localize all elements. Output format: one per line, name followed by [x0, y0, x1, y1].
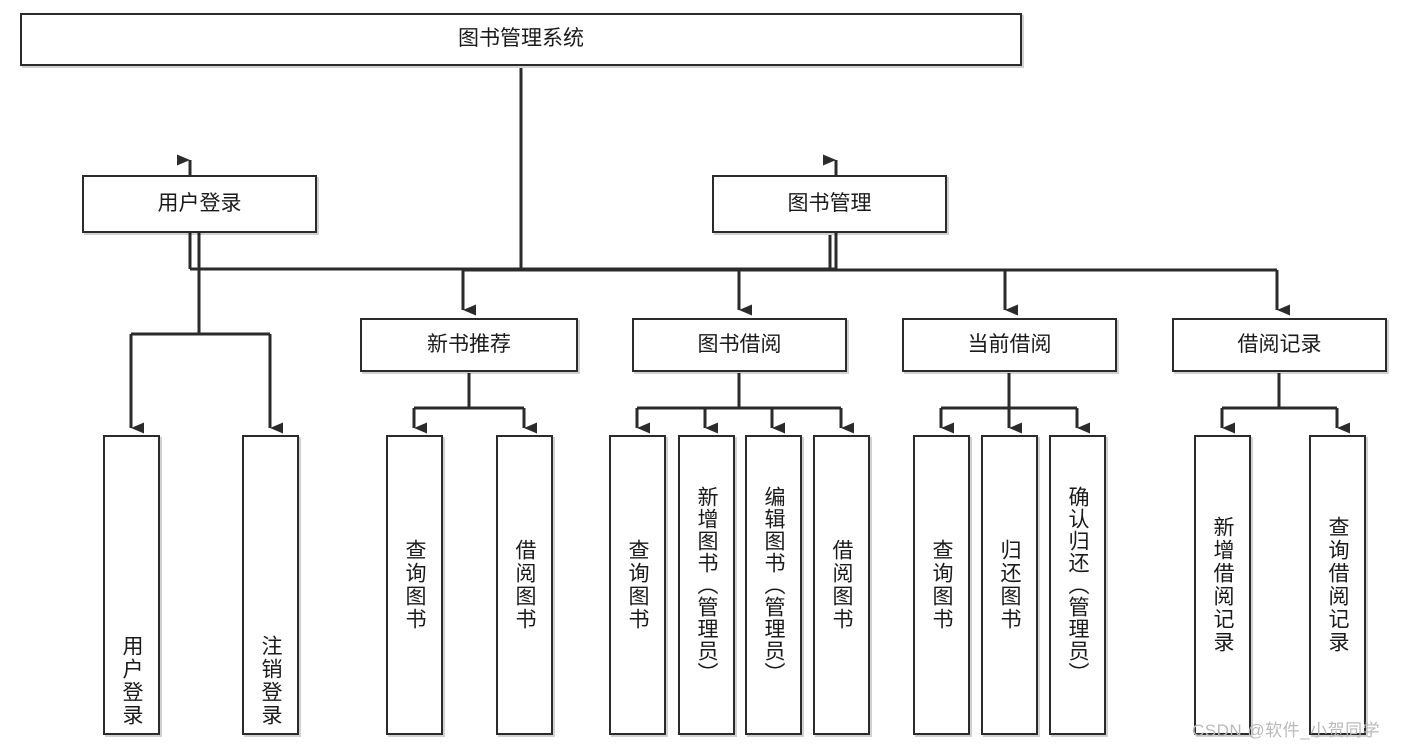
leaf-query-borrow-record[interactable]: 查询借阅记录 — [1309, 435, 1366, 735]
leaf-confirm-return-admin[interactable]: 确认归还（管理员） — [1049, 435, 1106, 735]
node-label: 借阅图书 — [513, 539, 536, 631]
leaf-edit-book-admin[interactable]: 编辑图书（管理员） — [745, 435, 802, 735]
leaf-add-borrow-record[interactable]: 新增借阅记录 — [1194, 435, 1251, 735]
node-label: 归还图书 — [998, 539, 1021, 631]
node-label: 用户登录 — [120, 635, 143, 727]
node-user-login[interactable]: 用户登录 — [82, 175, 317, 233]
node-label: 借阅记录 — [1237, 332, 1322, 356]
leaf-add-book-admin[interactable]: 新增图书（管理员） — [678, 435, 735, 735]
node-label: 查询图书 — [403, 539, 426, 631]
node-label: 图书管理 — [787, 191, 872, 215]
node-borrow-record[interactable]: 借阅记录 — [1172, 318, 1387, 372]
node-label: 查询图书 — [626, 539, 649, 631]
leaf-return-book[interactable]: 归还图书 — [981, 435, 1038, 735]
node-label: 新书推荐 — [427, 332, 511, 356]
node-book-management[interactable]: 图书管理 — [712, 175, 947, 233]
node-book-management-system[interactable]: 图书管理系统 — [20, 13, 1022, 66]
node-label: 新增借阅记录 — [1211, 516, 1234, 654]
leaf-user-login[interactable]: 用户登录 — [103, 435, 160, 735]
node-label: 查询图书 — [930, 539, 953, 631]
node-label: 查询借阅记录 — [1326, 516, 1349, 654]
node-new-book-recommend[interactable]: 新书推荐 — [360, 318, 578, 372]
leaf-query-book-recommend[interactable]: 查询图书 — [386, 435, 443, 735]
node-label: 借阅图书 — [830, 539, 853, 631]
node-current-borrow[interactable]: 当前借阅 — [902, 318, 1117, 372]
node-label: 确认归还（管理员） — [1066, 486, 1089, 684]
node-label: 用户登录 — [157, 191, 242, 215]
node-book-borrow[interactable]: 图书借阅 — [632, 318, 847, 372]
leaf-query-book-current[interactable]: 查询图书 — [913, 435, 970, 735]
node-label: 图书借阅 — [697, 332, 782, 356]
leaf-query-book-borrow[interactable]: 查询图书 — [609, 435, 666, 735]
node-label: 当前借阅 — [967, 332, 1052, 356]
node-label: 新增图书（管理员） — [695, 486, 718, 684]
node-label: 图书管理系统 — [458, 27, 584, 51]
watermark-text: CSDN @软件_小贺同学 — [1192, 721, 1381, 740]
leaf-logout-login[interactable]: 注销登录 — [242, 435, 299, 735]
node-label: 注销登录 — [259, 635, 282, 727]
node-label: 编辑图书（管理员） — [762, 486, 785, 684]
leaf-borrow-book-borrow[interactable]: 借阅图书 — [813, 435, 870, 735]
leaf-borrow-book-recommend[interactable]: 借阅图书 — [496, 435, 553, 735]
